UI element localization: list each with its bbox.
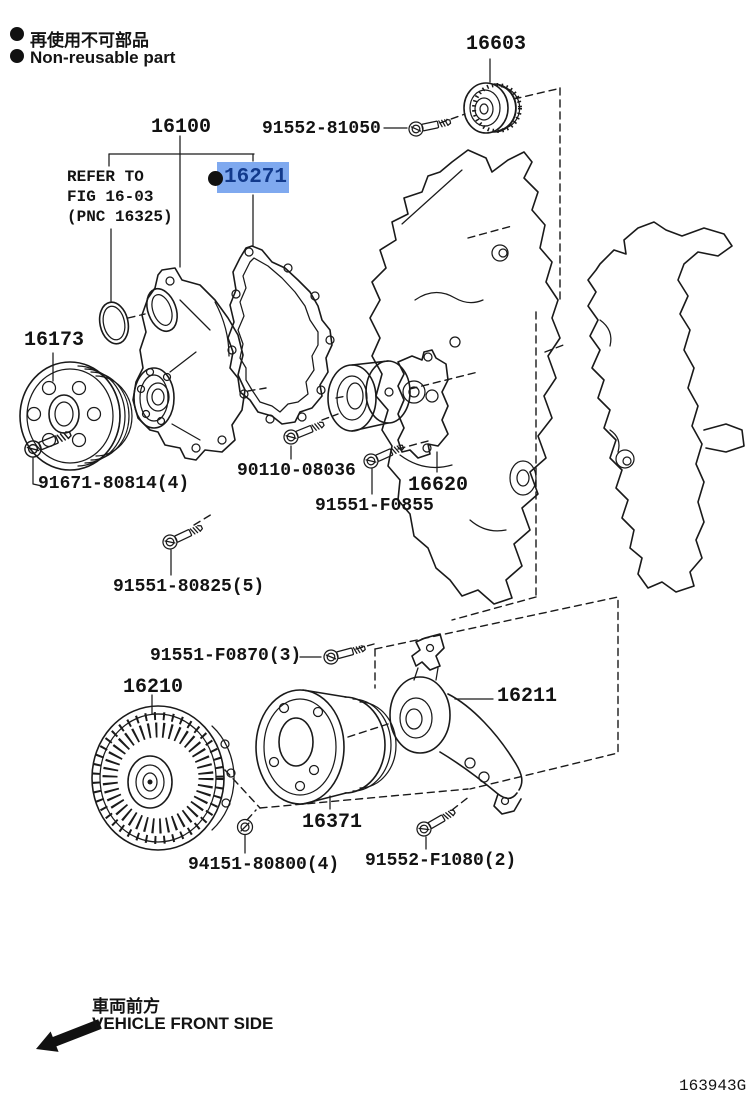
- part-number-16173[interactable]: 16173: [24, 329, 85, 352]
- bolt-91551-F0870-drawing: [321, 640, 368, 667]
- front-side-jp: 車両前方: [92, 997, 160, 1016]
- bolt-91551-F0855-drawing: [361, 439, 407, 471]
- gasket-16271-drawing: [227, 245, 335, 425]
- non-reusable-bullet-icon: [10, 27, 24, 41]
- part-number-91551-F0855[interactable]: 91551-F0855: [315, 496, 434, 516]
- part-number-91552-81050[interactable]: 91552-81050: [262, 119, 381, 139]
- part-number-91671-80814[interactable]: 91671-80814(4): [38, 474, 190, 494]
- part-number-16371[interactable]: 16371: [302, 811, 363, 834]
- refer-note-line2: FIG 16-03: [67, 188, 154, 206]
- refer-note-line3: (PNC 16325): [67, 208, 173, 226]
- fan-bracket-16211-drawing: [389, 633, 523, 815]
- part-number-16620[interactable]: 16620: [408, 474, 469, 497]
- legend-en: Non-reusable part: [30, 48, 176, 67]
- part-number-90110-08036[interactable]: 90110-08036: [237, 461, 356, 481]
- tensioner-16620-drawing: [327, 349, 449, 459]
- nut-94151-80800-drawing: [236, 818, 254, 836]
- refer-note: REFER TO FIG 16-03 (PNC 16325): [67, 167, 173, 227]
- part-number-91551-80825[interactable]: 91551-80825(5): [113, 577, 265, 597]
- water-pump-drawing: [132, 267, 246, 461]
- pulley-16173-drawing: [19, 361, 133, 471]
- part-number-16100[interactable]: 16100: [151, 116, 212, 139]
- refer-note-line1: REFER TO: [67, 168, 144, 186]
- part-number-16271-highlighted[interactable]: 16271: [208, 162, 289, 193]
- pulley-16371-drawing: [255, 689, 397, 805]
- non-reusable-bullet-icon: [10, 49, 24, 63]
- part-number-16603[interactable]: 16603: [466, 33, 527, 56]
- pulley-16603-drawing: [463, 82, 522, 134]
- bolt-90110-08036-drawing: [281, 416, 327, 447]
- non-reusable-bullet-icon: [208, 171, 223, 186]
- bolt-91552-F1080-drawing: [413, 804, 459, 840]
- bolt-91552-81050-drawing: [407, 114, 453, 138]
- part-number-94151-80800[interactable]: 94151-80800(4): [188, 855, 340, 875]
- fan-clutch-16210-drawing: [91, 705, 236, 851]
- part-number-91551-F0870[interactable]: 91551-F0870(3): [150, 646, 302, 666]
- engine-block-drawing: [369, 149, 745, 605]
- legend-jp: 再使用不可部品: [30, 31, 149, 50]
- o-ring-drawing: [98, 301, 130, 345]
- part-number-16211[interactable]: 16211: [497, 685, 558, 708]
- part-number-91552-F1080[interactable]: 91552-F1080(2): [365, 851, 517, 871]
- figure-code: 163943G: [679, 1077, 747, 1095]
- part-number-16210[interactable]: 16210: [123, 676, 184, 699]
- assembly-dashed-lines: [127, 87, 619, 821]
- part-number-16271-text: 16271: [224, 166, 288, 189]
- front-side-en: VEHICLE FRONT SIDE: [92, 1014, 274, 1033]
- leader-lines: [32, 58, 494, 854]
- bolt-91671-80814-drawing: [21, 425, 75, 461]
- front-direction-arrow: [36, 1019, 102, 1052]
- bolt-91551-80825-drawing: [160, 520, 206, 552]
